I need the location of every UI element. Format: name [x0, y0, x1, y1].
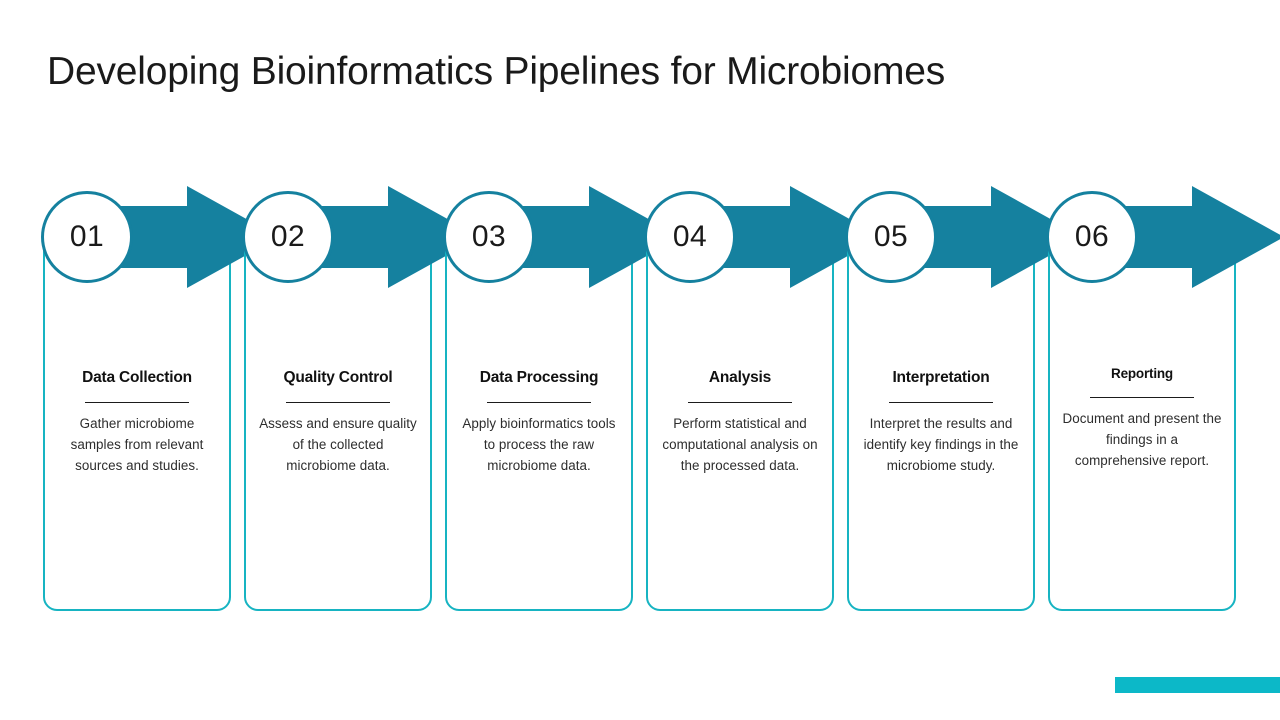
step-number: 02 [270, 220, 306, 253]
step-divider [286, 402, 390, 403]
step-description: Interpret the results and identify key f… [863, 416, 1019, 473]
step-number: 01 [69, 220, 105, 253]
step-description: Perform statistical and computational an… [662, 416, 818, 473]
step-divider [889, 402, 993, 403]
step-number: 06 [1074, 220, 1110, 253]
step-number: 03 [471, 220, 507, 253]
step-number-badge: 02 [242, 191, 334, 283]
step-card [646, 238, 834, 611]
process-step-2[interactable]: 02 Quality Control Assess and ensure qua… [242, 186, 480, 613]
step-text-block: Data Collection Gather microbiome sample… [43, 368, 231, 476]
step-title: Data Collection [82, 369, 192, 386]
process-step-5[interactable]: 05 Interpretation Interpret the results … [845, 186, 1083, 613]
step-number-badge: 05 [845, 191, 937, 283]
step-title: Reporting [1111, 366, 1173, 381]
step-number: 05 [873, 220, 909, 253]
page-title: Developing Bioinformatics Pipelines for … [47, 50, 946, 94]
step-title: Data Processing [479, 369, 599, 386]
step-card [43, 238, 231, 611]
step-divider [85, 402, 189, 403]
step-divider [688, 402, 792, 403]
step-text-block: Data Processing Apply bioinformatics too… [445, 368, 633, 476]
process-step-1[interactable]: 01 Data Collection Gather microbiome sam… [41, 186, 279, 613]
step-description: Gather microbiome samples from relevant … [70, 416, 204, 473]
process-step-6[interactable]: 06 Reporting Document and present the fi… [1046, 186, 1280, 613]
step-number-badge: 03 [443, 191, 535, 283]
step-title: Interpretation [892, 369, 990, 386]
step-text-block: Analysis Perform statistical and computa… [646, 368, 834, 476]
step-number: 04 [672, 220, 708, 253]
step-text-block: Interpretation Interpret the results and… [847, 368, 1035, 476]
step-number-badge: 01 [41, 191, 133, 283]
step-number-badge: 04 [644, 191, 736, 283]
step-card [1048, 238, 1236, 611]
step-text-block: Reporting Document and present the findi… [1048, 364, 1236, 471]
step-text-block: Quality Control Assess and ensure qualit… [244, 368, 432, 476]
process-step-3[interactable]: 03 Data Processing Apply bioinformatics … [443, 186, 681, 613]
accent-bar [1115, 677, 1280, 693]
step-divider [487, 402, 591, 403]
process-step-4[interactable]: 04 Analysis Perform statistical and comp… [644, 186, 882, 613]
step-card [847, 238, 1035, 611]
step-number-badge: 06 [1046, 191, 1138, 283]
step-description: Apply bioinformatics tools to process th… [462, 416, 616, 473]
step-title: Quality Control [283, 369, 393, 386]
step-description: Document and present the findings in a c… [1062, 411, 1222, 468]
step-title: Analysis [708, 369, 772, 386]
step-description: Assess and ensure quality of the collect… [259, 416, 417, 473]
step-card [244, 238, 432, 611]
step-divider [1090, 397, 1194, 398]
